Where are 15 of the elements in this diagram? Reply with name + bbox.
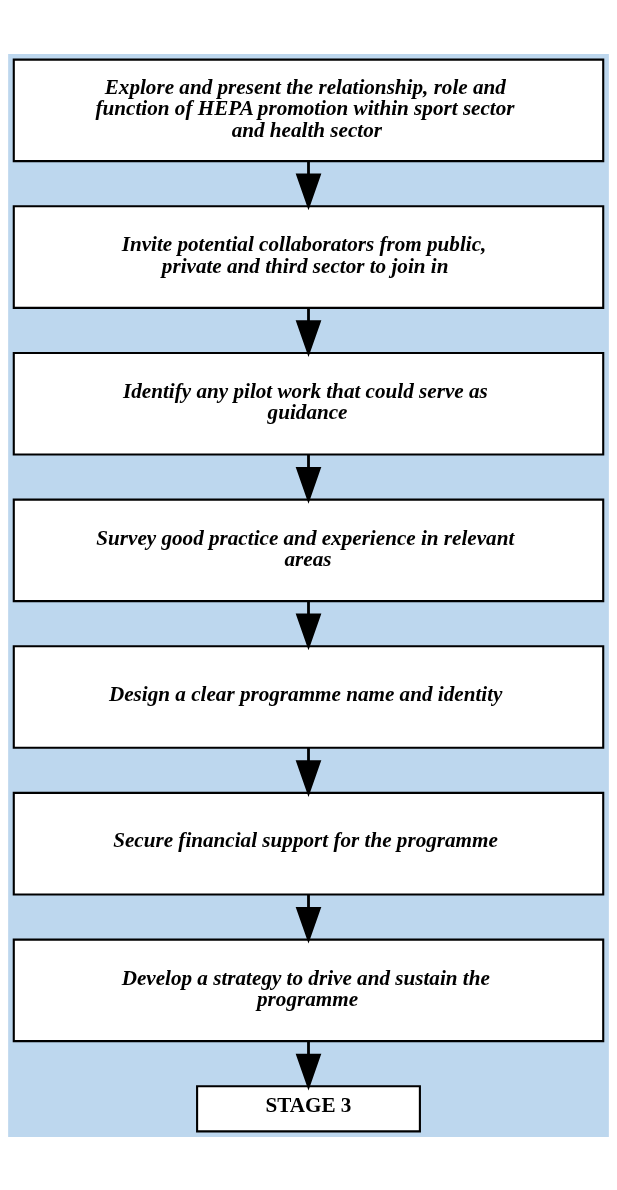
arrow <box>295 894 322 944</box>
arrow <box>295 307 322 357</box>
node-box: Design a clear programme name and identity <box>12 644 605 749</box>
node-box: Develop a strategy to drive and sustain the programme <box>12 938 605 1042</box>
node-box: Identify any pilot work that could serve as guidance <box>12 351 605 456</box>
node-box: STAGE 3 <box>196 1084 421 1132</box>
node-box: Explore and present the relationship, role and function of HEPA promotion within sport sector and health sector <box>12 58 605 162</box>
arrow <box>295 160 322 210</box>
node-box: Survey good practice and experience in relevant areas <box>12 498 605 602</box>
arrow <box>295 454 322 504</box>
arrow <box>295 747 322 797</box>
arrow <box>295 1040 322 1090</box>
arrow <box>295 600 322 650</box>
node-box: Invite potential collaborators from public, private and third sector to join in <box>12 204 605 309</box>
node-box: Secure financial support for the programme <box>12 791 605 895</box>
